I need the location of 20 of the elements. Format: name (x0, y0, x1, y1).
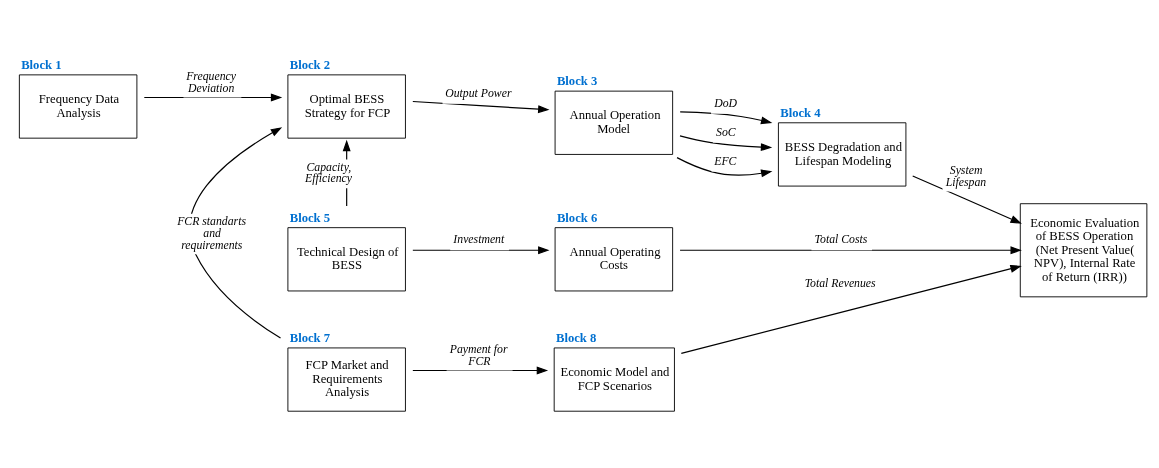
node-label: Block 1 (21, 57, 62, 72)
edge-label: FCR standarts and requirements (177, 215, 247, 252)
node-label: Block 3 (556, 73, 598, 88)
edge-label: EFC (714, 154, 737, 168)
edge-label: Investment (453, 233, 505, 247)
node-label: Block 2 (289, 57, 331, 72)
edge-label: DoD (714, 96, 738, 110)
node-label: Block 8 (555, 330, 597, 345)
node-label: Block 5 (289, 210, 331, 225)
node-label: Block 6 (556, 210, 598, 225)
edge-label: Payment for FCR (449, 342, 508, 368)
edge-label: SoC (716, 125, 736, 139)
node-label: Block 4 (780, 105, 821, 120)
edge-label: Total Revenues (804, 276, 876, 290)
node-label: Block 7 (289, 330, 331, 345)
edge-label: Capacity, Efficiency (305, 160, 353, 186)
edge-label: Total Costs (814, 233, 868, 247)
edge-label: Frequency Deviation (186, 69, 236, 95)
edge-label: Output Power (445, 86, 512, 100)
edge-label: System Lifespan (945, 163, 987, 189)
